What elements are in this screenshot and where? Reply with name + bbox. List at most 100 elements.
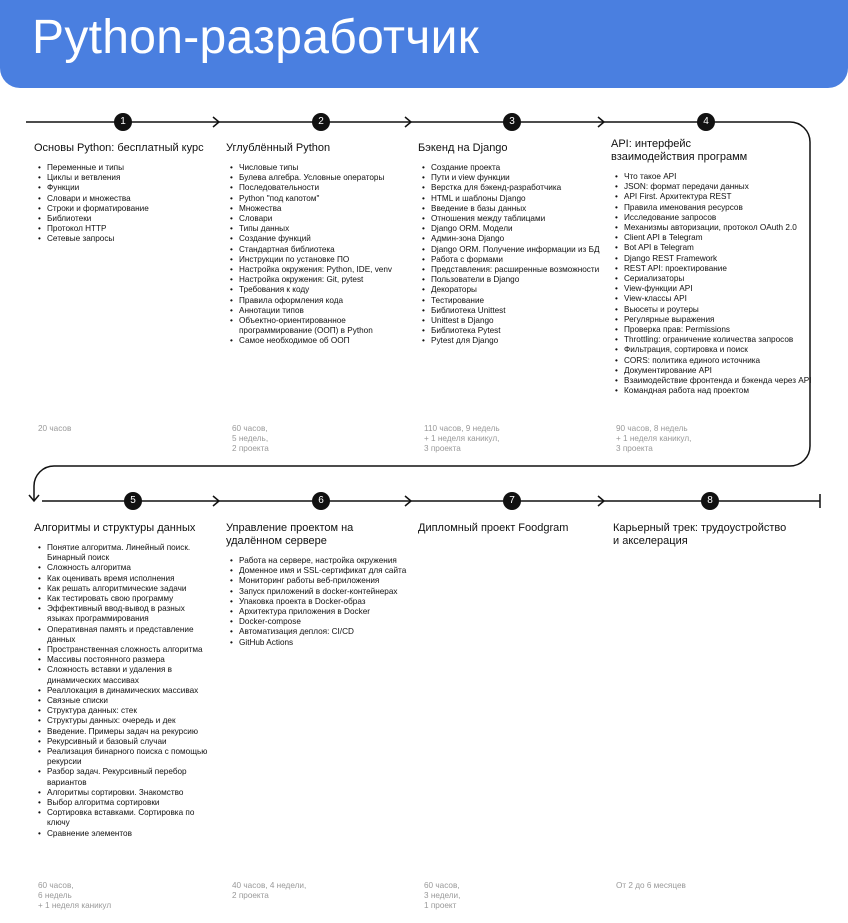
topic-item: Введение в базы данных xyxy=(422,204,600,214)
topic-item: View-классы API xyxy=(615,294,812,304)
topic-item: Командная работа над проектом xyxy=(615,386,812,396)
stage-4-column: API: интерфейс взаимодействия программ Ч… xyxy=(611,138,812,397)
topic-item: Bot API в Telegram xyxy=(615,243,812,253)
topic-item: Сортировка вставками. Сортировка по ключ… xyxy=(38,808,209,828)
topic-item: Как решать алгоритмические задачи xyxy=(38,584,209,594)
stage-8-duration: От 2 до 6 месяцев xyxy=(616,881,686,890)
topic-item: Реаллокация в динамических массивах xyxy=(38,686,209,696)
topic-item: View-функции API xyxy=(615,284,812,294)
topic-item: Регулярные выражения xyxy=(615,315,812,325)
topic-item: Аннотации типов xyxy=(230,306,408,316)
topic-item: Запуск приложений в docker-контейнерах xyxy=(230,587,407,597)
topic-item: Рекурсивный и базовый случаи xyxy=(38,737,209,747)
topic-item: Представления: расширенные возможности xyxy=(422,265,600,275)
topic-item: Переменные и типы xyxy=(38,163,216,173)
topic-item: Упаковка проекта в Docker-образ xyxy=(230,597,407,607)
topic-item: Архитектура приложения в Docker xyxy=(230,607,407,617)
topic-item: Создание проекта xyxy=(422,163,600,173)
topic-item: Сложность вставки и удаления в динамичес… xyxy=(38,665,209,685)
topic-item: Сложность алгоритма xyxy=(38,563,209,573)
topic-item: Настройка окружения: Python, IDE, venv xyxy=(230,265,408,275)
topic-item: Разбор задач. Рекурсивный перебор вариан… xyxy=(38,767,209,787)
stage-title: Дипломный проект Foodgram xyxy=(418,522,569,534)
arrow-down-icon xyxy=(28,494,40,503)
topic-item: Пути и view функции xyxy=(422,173,600,183)
topic-item: Библиотека Unittest xyxy=(422,306,600,316)
topic-item: Стандартная библиотека xyxy=(230,245,408,255)
arrow-icon xyxy=(597,495,606,507)
topic-item: API First. Архитектура REST xyxy=(615,192,812,202)
topic-item: Сетевые запросы xyxy=(38,234,216,244)
stage-5-duration: 60 часов, 6 недель + 1 неделя каникул xyxy=(38,881,112,911)
topic-item: Исследование запросов xyxy=(615,213,812,223)
stage-5-column: Алгоритмы и структуры данных Понятие алг… xyxy=(34,522,209,839)
stage-title: Карьерный трек: трудоустройство и акселе… xyxy=(613,522,787,547)
topic-item: Pytest для Django xyxy=(422,336,600,346)
topic-item: Как тестировать свою программу xyxy=(38,594,209,604)
stage-title: API: интерфейс взаимодействия программ xyxy=(611,138,748,163)
topic-item: Сериализаторы xyxy=(615,274,812,284)
flow-line-top xyxy=(26,121,811,498)
topic-item: Что такое API xyxy=(615,172,812,182)
stage-4-duration: 90 часов, 8 недель + 1 неделя каникул, 3… xyxy=(616,424,692,454)
topic-item: Эффективный ввод-вывод в разных языках п… xyxy=(38,604,209,624)
topic-item: Админ-зона Django xyxy=(422,234,600,244)
stage-1-column: Основы Python: бесплатный курс Переменны… xyxy=(34,142,216,245)
stage-number-4: 4 xyxy=(697,113,715,131)
topic-item: REST API: проектирование xyxy=(615,264,812,274)
topic-item: Циклы и ветвления xyxy=(38,173,216,183)
topic-item: GitHub Actions xyxy=(230,638,407,648)
topic-item: Как оценивать время исполнения xyxy=(38,574,209,584)
stage-6-duration: 40 часов, 4 недели, 2 проекта xyxy=(232,881,307,901)
topic-item: Django REST Framework xyxy=(615,254,812,264)
topic-item: Работа с формами xyxy=(422,255,600,265)
topic-item: Числовые типы xyxy=(230,163,408,173)
stage-3-column: Бэкенд на Django Создание проектаПути и … xyxy=(418,142,600,347)
topic-item: Пространственная сложность алгоритма xyxy=(38,645,209,655)
stage-topics: Создание проектаПути и view функцииВерст… xyxy=(418,163,600,347)
topic-item: Механизмы авторизации, протокол OAuth 2.… xyxy=(615,223,812,233)
stage-number-8: 8 xyxy=(701,492,719,510)
topic-item: Строки и форматирование xyxy=(38,204,216,214)
stage-3-duration: 110 часов, 9 недель + 1 неделя каникул, … xyxy=(424,424,500,454)
page-title: Python-разработчик xyxy=(32,11,480,64)
arrow-icon xyxy=(404,495,413,507)
topic-item: HTML и шаблоны Django xyxy=(422,194,600,204)
topic-item: Вьюсеты и роутеры xyxy=(615,305,812,315)
stage-topics: Что такое APIJSON: формат передачи данны… xyxy=(611,172,812,397)
topic-item: Отношения между таблицами xyxy=(422,214,600,224)
topic-item: Тестирование xyxy=(422,296,600,306)
header-banner: Python-разработчик xyxy=(0,0,848,88)
stage-7-column: Дипломный проект Foodgram xyxy=(418,522,600,535)
topic-item: Python "под капотом" xyxy=(230,194,408,204)
arrow-icon xyxy=(212,116,221,128)
topic-item: Словари и множества xyxy=(38,194,216,204)
topic-item: Взаимодействие фронтенда и бэкенда через… xyxy=(615,376,812,386)
topic-item: Работа на сервере, настройка окружения xyxy=(230,556,407,566)
topic-item: Массивы постоянного размера xyxy=(38,655,209,665)
stage-number-7: 7 xyxy=(503,492,521,510)
topic-item: Самое необходимое об ООП xyxy=(230,336,408,346)
topic-item: Последовательности xyxy=(230,183,408,193)
topic-item: Типы данных xyxy=(230,224,408,234)
topic-item: Мониторинг работы веб-приложения xyxy=(230,576,407,586)
stage-number-1: 1 xyxy=(114,113,132,131)
topic-item: Инструкции по установке ПО xyxy=(230,255,408,265)
topic-item: Введение. Примеры задач на рекурсию xyxy=(38,727,209,737)
stage-7-duration: 60 часов, 3 недели, 1 проект xyxy=(424,881,461,911)
stage-topics: Числовые типыБулева алгебра. Условные оп… xyxy=(226,163,408,347)
topic-item: Структура данных: стек xyxy=(38,706,209,716)
topic-item: CORS: политика единого источника xyxy=(615,356,812,366)
stage-title: Алгоритмы и структуры данных xyxy=(34,522,196,534)
topic-item: Django ORM. Модели xyxy=(422,224,600,234)
topic-item: Библиотеки xyxy=(38,214,216,224)
topic-item: Throttling: ограничение количества запро… xyxy=(615,335,812,345)
stage-title: Углублённый Python xyxy=(226,142,331,154)
topic-item: Объектно-ориентированное программировани… xyxy=(230,316,408,336)
arrow-icon xyxy=(597,116,606,128)
topic-item: Client API в Telegram xyxy=(615,233,812,243)
topic-item: Структуры данных: очередь и дек xyxy=(38,716,209,726)
topic-item: Библиотека Pytest xyxy=(422,326,600,336)
topic-item: Docker-compose xyxy=(230,617,407,627)
